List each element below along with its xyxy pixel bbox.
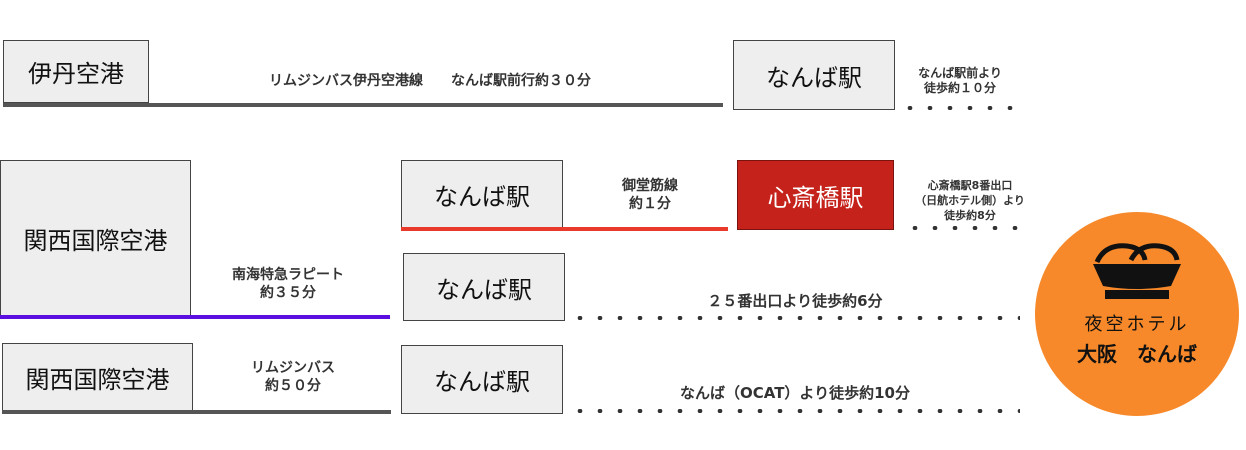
origin-label: 伊丹空港: [28, 60, 124, 88]
origin-label: 関西国際空港: [23, 227, 168, 255]
station-namba-1: なんば駅: [733, 40, 895, 110]
origin-label: 関西国際空港: [25, 365, 170, 394]
hotel-name: 大阪 なんば: [1077, 342, 1197, 366]
nankai-rapit-label: 南海特急ラピート 約３５分: [232, 267, 344, 301]
station-label: なんば駅: [434, 182, 530, 211]
origin-itami-airport: 伊丹空港: [3, 40, 149, 103]
walk-dots-namba-3: [570, 316, 1020, 320]
station-namba-2: なんば駅: [401, 160, 563, 228]
bowl-icon: [1093, 243, 1181, 299]
midosuji-line: [401, 227, 728, 231]
itami-bus-label: リムジンバス伊丹空港線 なんば駅前行約３０分: [269, 73, 591, 89]
station-label: なんば駅: [434, 368, 530, 396]
walk-dots-1: [900, 106, 1020, 110]
walk-note-1: なんば駅前より 徒歩約１０分: [918, 66, 1002, 95]
walk-note-shinsaibashi: 心斎橋駅8番出口 （日航ホテル側）より 徒歩約8分: [915, 179, 1025, 222]
hotel-logo-text: 夜空ホテル: [1084, 314, 1190, 335]
station-label: なんば駅: [436, 275, 532, 304]
station-shinsaibashi: 心斎橋駅: [737, 160, 894, 230]
kansai-bus-line: [2, 410, 391, 414]
midosuji-label: 御堂筋線 約１分: [622, 178, 678, 212]
station-namba-3: なんば駅: [403, 253, 565, 321]
walk-dots-shinsaibashi: [905, 226, 1025, 230]
origin-kansai-airport-1: 関西国際空港: [0, 160, 191, 317]
hotel-circle: 夜空ホテル 大阪 なんば: [1035, 212, 1239, 416]
origin-kansai-airport-2: 関西国際空港: [2, 343, 193, 411]
kansai-bus-label: リムジンバス 約５０分: [251, 360, 335, 394]
station-label: なんば駅: [766, 63, 862, 92]
nankai-rapit-line: [0, 315, 390, 319]
station-namba-4: なんば駅: [401, 345, 563, 414]
station-label: 心斎橋駅: [767, 183, 864, 212]
walk-note-namba-4: なんば（OCAT）より徒歩約10分: [679, 384, 910, 402]
walk-note-namba-3: ２５番出口より徒歩約6分: [707, 292, 883, 310]
itami-bus-line: [3, 103, 723, 107]
walk-dots-namba-4: [570, 409, 1020, 413]
